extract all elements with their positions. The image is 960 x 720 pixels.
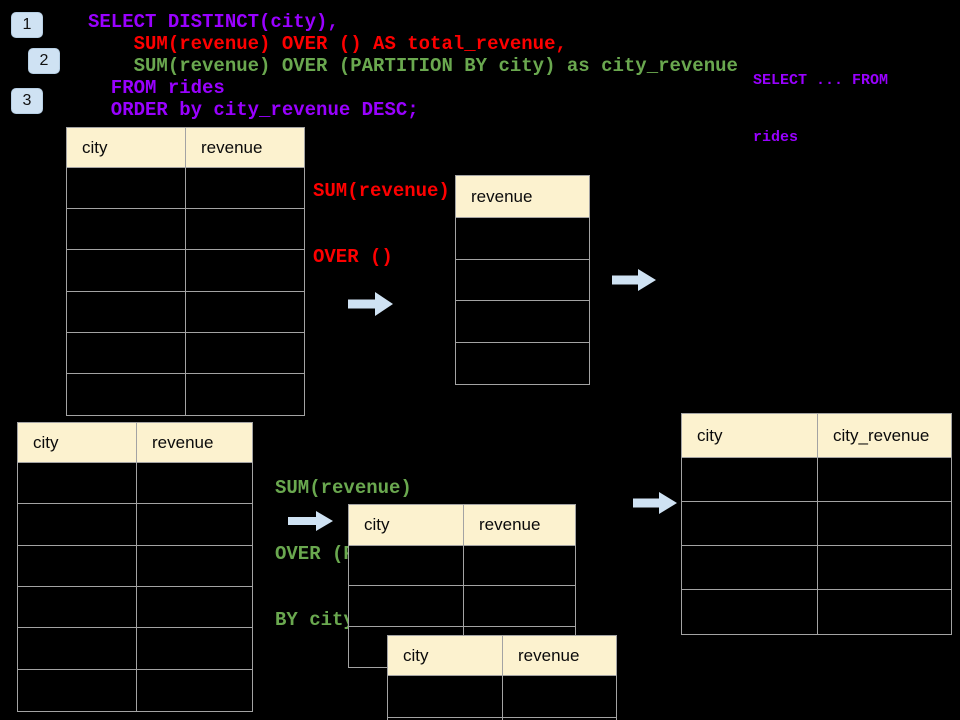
table-cell-empty <box>186 250 304 292</box>
step-badge-3: 3 <box>11 88 43 114</box>
arrow-right-icon <box>633 492 677 514</box>
table-cell-empty <box>464 586 575 627</box>
table-header-cell: revenue <box>137 423 252 463</box>
side-note-line-1: SELECT ... FROM <box>753 72 889 89</box>
table-header-cell: revenue <box>464 505 575 546</box>
table-cell-empty <box>186 373 304 415</box>
arrow-right-icon <box>612 269 656 291</box>
step-badge-1-label: 1 <box>22 16 32 33</box>
table-cell-empty <box>349 546 464 587</box>
table-cell-empty <box>503 718 616 720</box>
table-header-cell: city <box>349 505 464 546</box>
city-revenue-result-table: city city_revenue <box>681 413 952 635</box>
table-cell-empty <box>137 586 252 629</box>
table-cell-empty <box>682 590 818 634</box>
table-cell-empty <box>18 463 137 505</box>
table-cell-empty <box>186 291 304 333</box>
table-cell-empty <box>682 546 818 590</box>
table-cell-empty <box>456 218 589 260</box>
step-badge-2-label: 2 <box>39 52 49 69</box>
table-cell-empty <box>186 332 304 374</box>
table-cell-empty <box>18 628 137 670</box>
table-cell-empty <box>456 342 589 384</box>
table-cell-empty <box>137 545 252 587</box>
table-header-cell: city_revenue <box>818 414 951 458</box>
table-cell-empty <box>456 259 589 301</box>
annotation-total-line-1: SUM(revenue) <box>313 180 450 202</box>
table-cell-empty <box>682 502 818 546</box>
table-header-cell: city <box>388 636 503 676</box>
annotation-total-revenue: SUM(revenue) OVER () <box>313 136 450 312</box>
table-cell-empty <box>388 718 503 720</box>
table-cell-empty <box>18 586 137 629</box>
table-cell-empty <box>67 332 186 374</box>
sql-line-select: SELECT DISTINCT(city), <box>88 11 339 33</box>
sql-line-total-revenue: SUM(revenue) OVER () AS total_revenue, <box>88 33 567 55</box>
rides-source-table-top: city revenue <box>66 127 305 416</box>
arrow-right-icon <box>288 511 333 531</box>
sql-line-city-revenue: SUM(revenue) OVER (PARTITION BY city) as… <box>88 55 738 77</box>
table-cell-empty <box>18 669 137 711</box>
table-cell-empty <box>388 676 503 718</box>
annotation-total-line-2: OVER () <box>313 246 393 268</box>
table-header-cell: city <box>682 414 818 458</box>
arrow-right-icon <box>348 292 393 316</box>
table-cell-empty <box>186 209 304 251</box>
table-cell-empty <box>503 676 616 718</box>
table-cell-empty <box>818 502 951 546</box>
table-cell-empty <box>67 291 186 333</box>
step-badge-3-label: 3 <box>22 92 32 109</box>
table-cell-empty <box>137 669 252 711</box>
rides-source-table-bottom: city revenue <box>17 422 253 712</box>
side-note-line-2: rides <box>753 129 799 146</box>
table-cell-empty <box>682 458 818 502</box>
table-cell-empty <box>67 168 186 210</box>
sql-code-block: SELECT DISTINCT(city), SUM(revenue) OVER… <box>88 11 738 121</box>
table-cell-empty <box>349 586 464 627</box>
table-cell-empty <box>818 590 951 634</box>
table-cell-empty <box>137 463 252 505</box>
table-header-cell: revenue <box>186 128 304 168</box>
table-cell-empty <box>67 250 186 292</box>
table-cell-empty <box>464 546 575 587</box>
table-cell-empty <box>137 504 252 546</box>
step-badge-2: 2 <box>28 48 60 74</box>
table-header-cell: city <box>67 128 186 168</box>
table-cell-empty <box>818 458 951 502</box>
partition-overlay-table: city revenue <box>387 635 617 720</box>
step-badge-1: 1 <box>11 12 43 38</box>
side-note-select-from-rides: SELECT ... FROM rides <box>753 33 888 185</box>
table-header-cell: revenue <box>456 176 589 218</box>
table-cell-empty <box>67 209 186 251</box>
sql-line-from: FROM rides <box>88 77 225 99</box>
sql-line-order-by: ORDER by city_revenue DESC; <box>88 99 419 121</box>
total-revenue-result-table: revenue <box>455 175 590 385</box>
table-cell-empty <box>67 373 186 415</box>
table-cell-empty <box>137 628 252 670</box>
table-cell-empty <box>18 504 137 546</box>
table-header-cell: revenue <box>503 636 616 676</box>
table-header-cell: city <box>18 423 137 463</box>
table-cell-empty <box>818 546 951 590</box>
table-cell-empty <box>18 545 137 587</box>
table-cell-empty <box>186 168 304 210</box>
table-cell-empty <box>456 301 589 343</box>
annotation-partition-line-1: SUM(revenue) <box>275 477 412 499</box>
